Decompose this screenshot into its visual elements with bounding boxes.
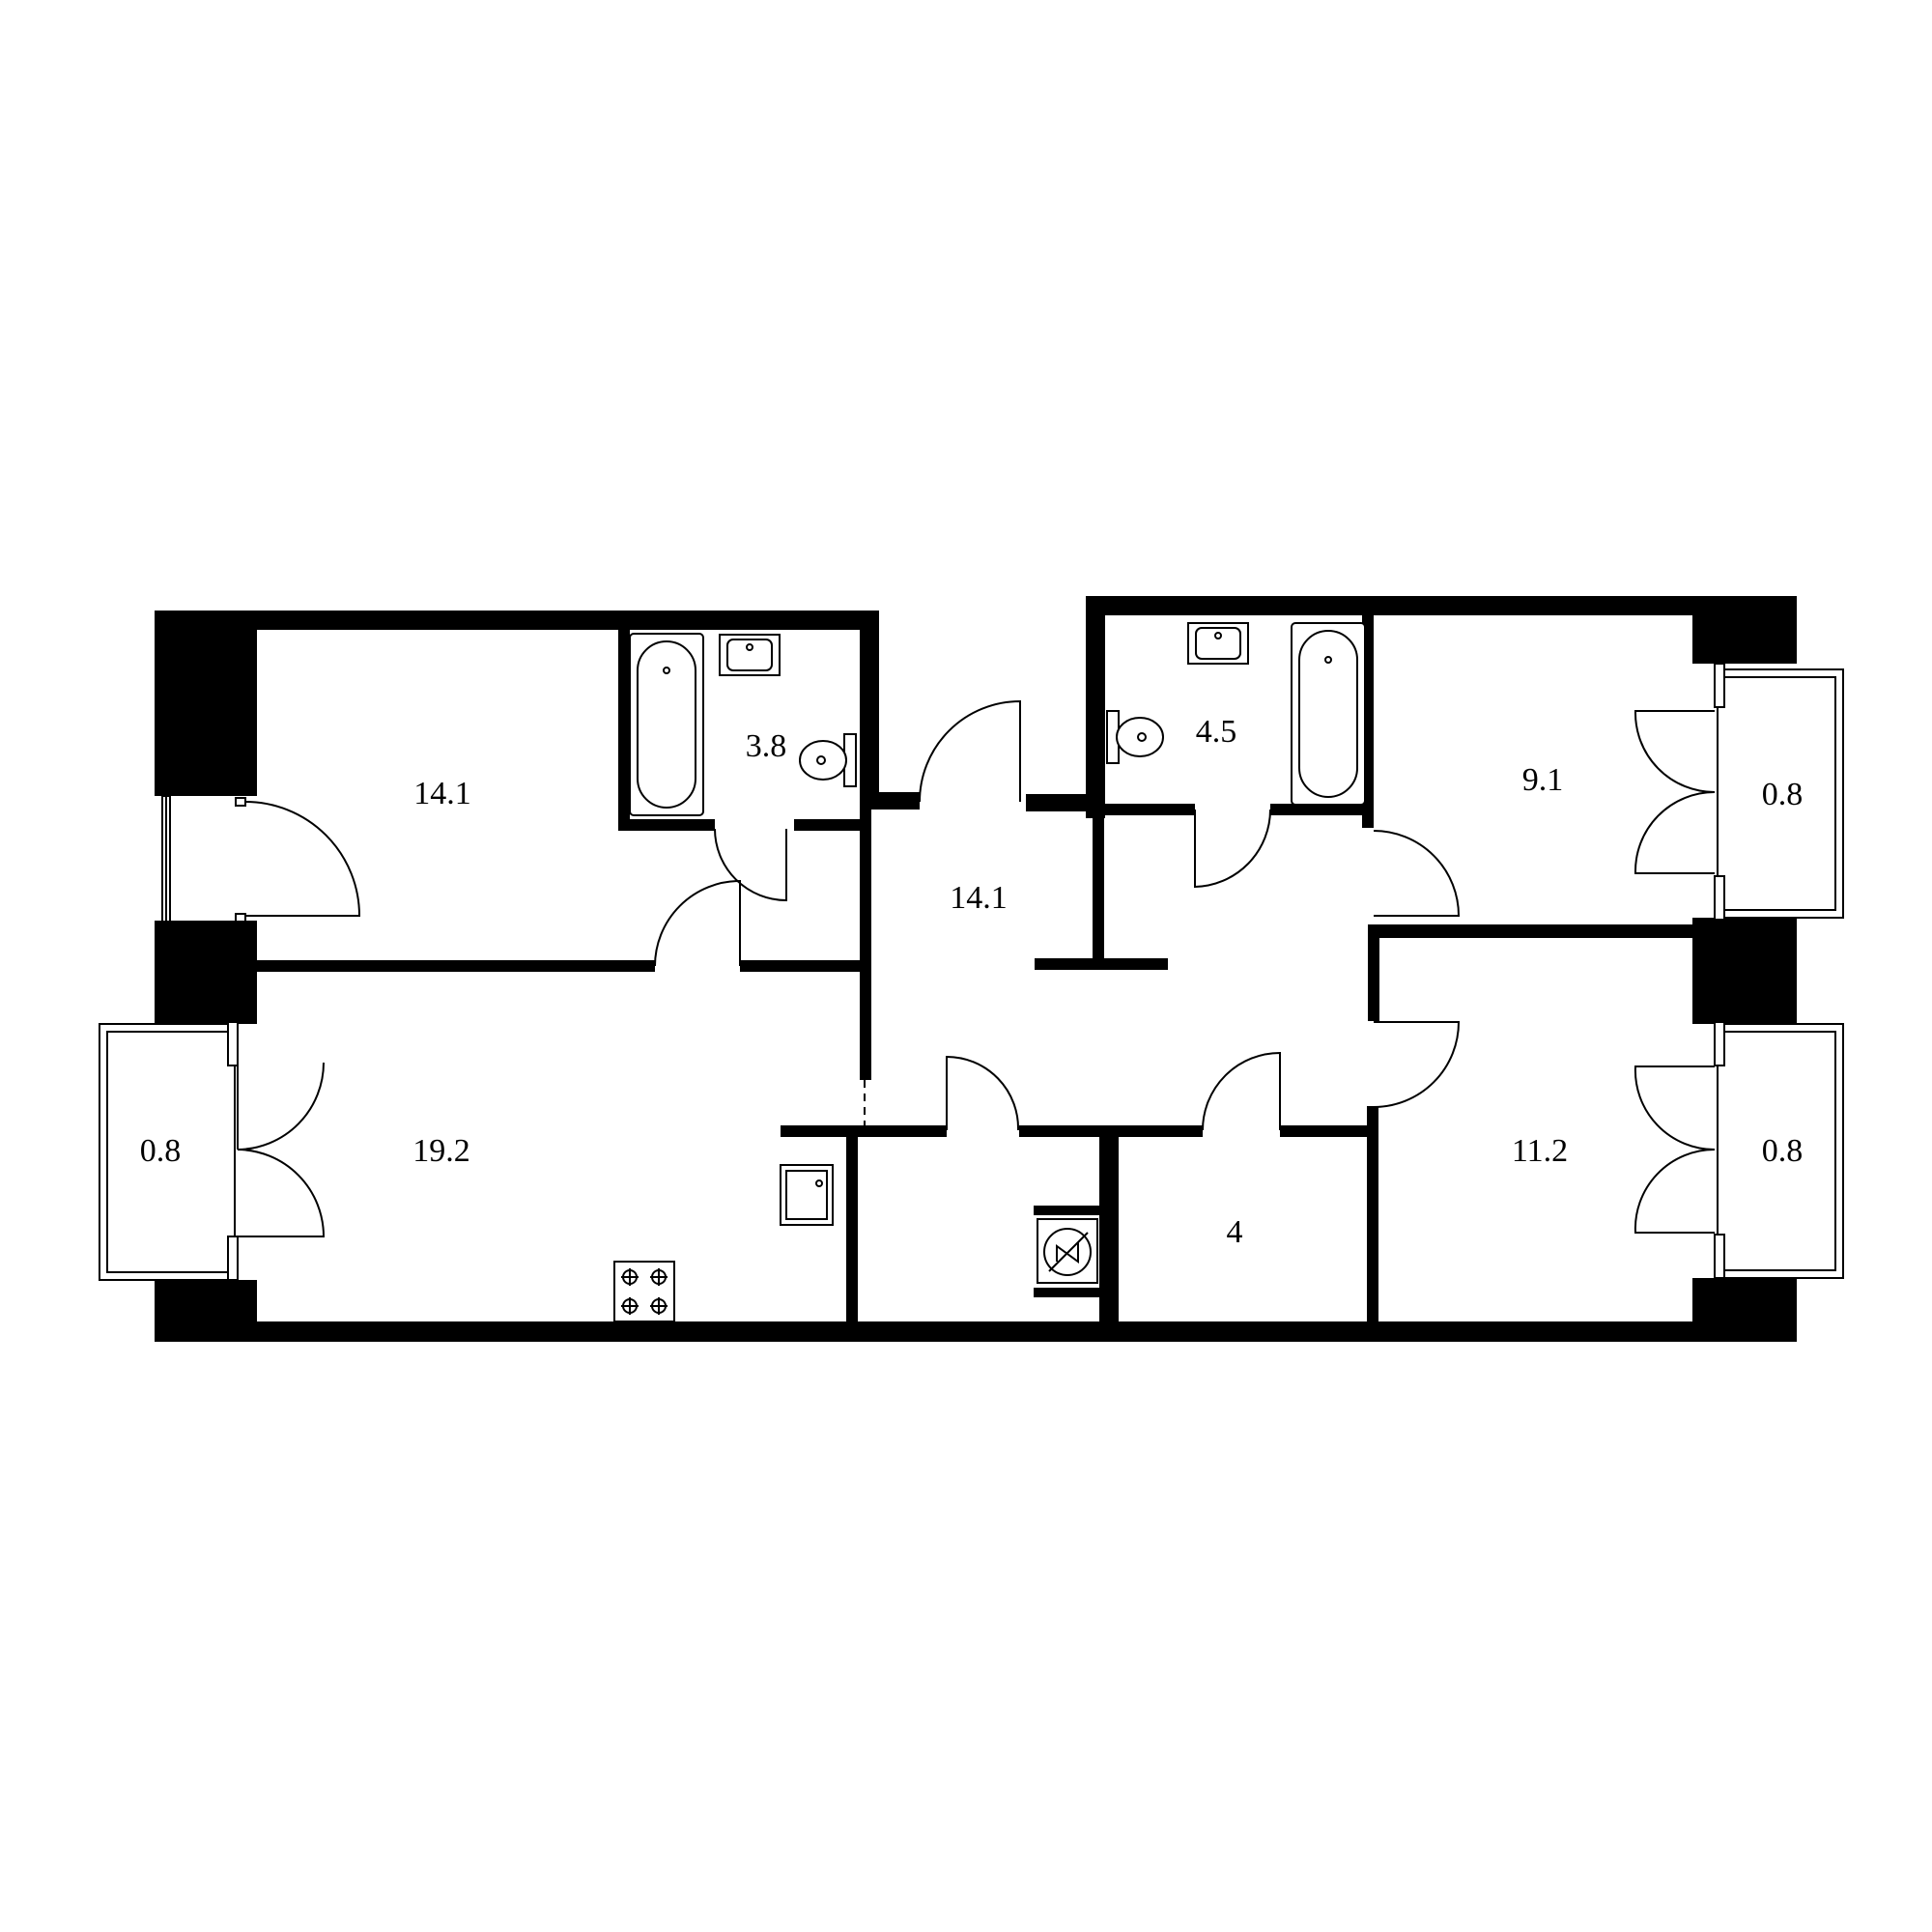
room-area-kitchen-living: 19.2 xyxy=(412,1133,470,1169)
interior-walls xyxy=(257,615,1692,1341)
room-area-bedroom-right-bottom: 11.2 xyxy=(1511,1133,1569,1169)
room-area-bathroom-left: 3.8 xyxy=(745,728,787,764)
boiler-icon xyxy=(1037,1218,1098,1284)
toilet-icon xyxy=(799,733,857,787)
room-area-bedroom-right-top: 9.1 xyxy=(1521,762,1564,798)
doors xyxy=(235,699,1716,1237)
room-area-storage: 4 xyxy=(1226,1214,1243,1250)
room-area-bedroom-left: 14.1 xyxy=(413,776,471,811)
exterior-walls xyxy=(155,596,1797,1342)
room-area-bathroom-right: 4.5 xyxy=(1195,714,1237,750)
bathtub-icon xyxy=(629,633,704,816)
room-area-balcony-right-top: 0.8 xyxy=(1761,777,1804,812)
room-area-balcony-right-bottom: 0.8 xyxy=(1761,1133,1804,1169)
room-area-balcony-left: 0.8 xyxy=(139,1133,182,1169)
window-left xyxy=(161,795,171,923)
toilet-icon xyxy=(1106,710,1164,764)
kitchen-sink-icon xyxy=(780,1164,834,1226)
balcony-right-top-railing xyxy=(1714,663,1844,921)
balcony-left-railing xyxy=(99,1021,239,1281)
bathtub-icon xyxy=(1291,622,1366,806)
balcony-right-bottom-railing xyxy=(1714,1021,1844,1279)
room-area-hallway: 14.1 xyxy=(950,880,1008,916)
sink-icon xyxy=(719,634,781,676)
stove-icon xyxy=(613,1261,675,1322)
sink-icon xyxy=(1187,622,1249,665)
